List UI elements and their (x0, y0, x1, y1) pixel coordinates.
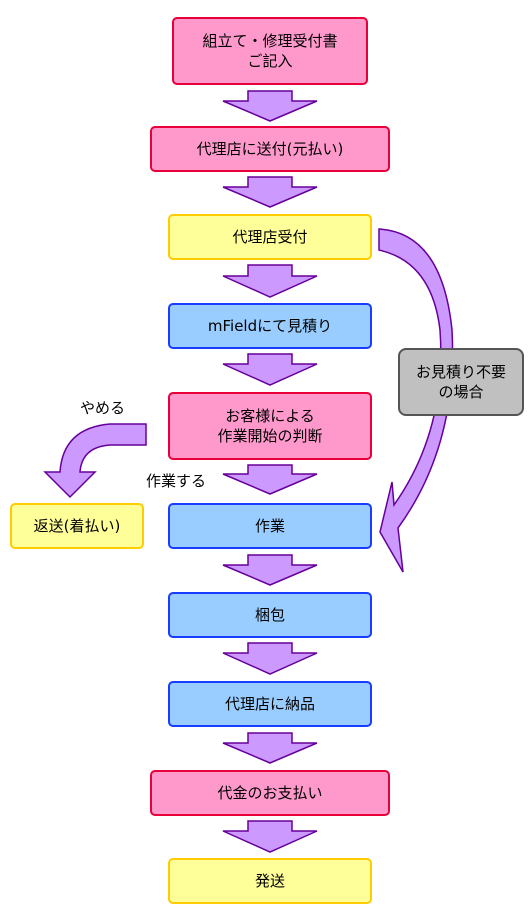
down-arrow-8 (222, 732, 318, 764)
step-packing: 梱包 (168, 592, 372, 638)
stop-arrow (43, 423, 147, 499)
return-box: 返送(着払い) (10, 503, 144, 549)
step-agent-receipt: 代理店受付 (168, 214, 372, 260)
down-arrow-9 (222, 820, 318, 853)
down-arrow-2 (222, 176, 318, 208)
step-deliver-to-agent: 代理店に納品 (168, 681, 372, 727)
down-arrow-3 (222, 264, 318, 298)
step-order-form: 組立て・修理受付書 ご記入 (172, 17, 368, 85)
down-arrow-4 (222, 353, 318, 386)
step-send-to-agent: 代理店に送付(元払い) (150, 126, 390, 172)
stop-label: やめる (80, 399, 126, 417)
step-payment: 代金のお支払い (150, 770, 390, 816)
step-estimate: mFieldにて見積り (168, 303, 372, 349)
step-customer-decision: お客様による 作業開始の判断 (168, 392, 372, 460)
down-arrow-5 (222, 464, 318, 495)
down-arrow-6 (222, 554, 318, 586)
no-estimate-note: お見積り不要 の場合 (398, 348, 524, 416)
down-arrow-7 (222, 642, 318, 675)
down-arrow-1 (222, 90, 318, 122)
step-shipping: 発送 (168, 858, 372, 904)
proceed-label: 作業する (146, 472, 207, 490)
step-work: 作業 (168, 503, 372, 549)
